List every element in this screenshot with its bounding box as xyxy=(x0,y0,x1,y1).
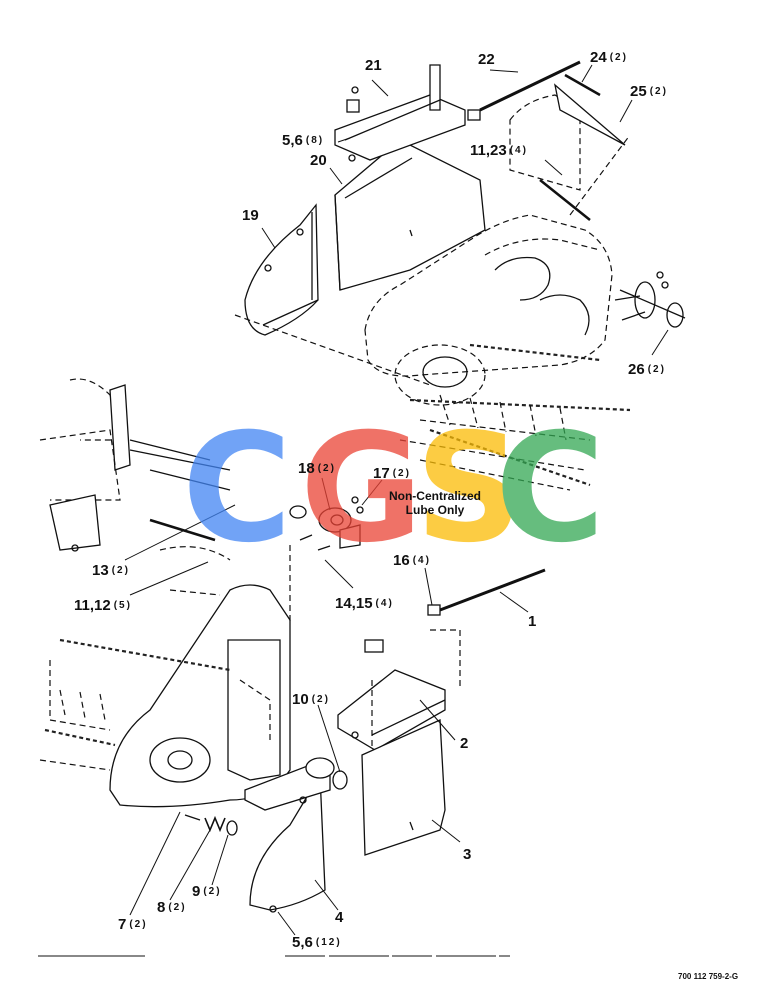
watermark-letter-s: S xyxy=(415,402,523,576)
callout-25: 25(2) xyxy=(630,83,668,100)
part-18-bearing xyxy=(299,496,364,551)
part-1-rod xyxy=(427,568,546,616)
part-26-hub-assembly xyxy=(614,271,686,328)
callout-19: 19 xyxy=(242,207,259,224)
callout-14-15: 14,15(4) xyxy=(335,595,394,612)
callout-13: 13(2) xyxy=(92,562,130,579)
callout-7: 7(2) xyxy=(118,916,148,933)
callout-20: 20 xyxy=(310,152,327,169)
part-3-shield xyxy=(361,719,446,856)
callout-leaders xyxy=(124,64,669,936)
callout-2: 2 xyxy=(460,735,469,752)
callout-16: 16(4) xyxy=(393,552,431,569)
part-4-side-shield xyxy=(244,757,335,913)
part-21-bracket xyxy=(334,64,466,162)
left-frame-assembly xyxy=(39,378,307,552)
callout-5-6-bottom: 5,6(12) xyxy=(292,934,342,951)
callout-4: 4 xyxy=(335,909,344,926)
callout-22: 22 xyxy=(478,51,495,68)
callout-24: 24(2) xyxy=(590,49,628,66)
callout-26: 26(2) xyxy=(628,361,666,378)
parts-7-10-spring-washer xyxy=(184,770,348,836)
watermark: C G S C xyxy=(182,402,605,576)
callout-5-6-top: 5,6(8) xyxy=(282,132,325,149)
callout-18: 18(2) xyxy=(298,460,336,477)
part-19-side-shield xyxy=(244,203,319,336)
watermark-letter-g: G xyxy=(300,402,423,576)
part-22-rod xyxy=(467,60,581,121)
part-25-side-shield xyxy=(509,73,626,221)
part-20-top-shield xyxy=(334,139,486,291)
lower-drive-housing xyxy=(39,545,291,808)
watermark-letter-c2: C xyxy=(495,402,605,576)
callout-10: 10(2) xyxy=(292,691,330,708)
callout-17: 17(2) xyxy=(373,465,411,482)
callout-11-12: 11,12(5) xyxy=(74,597,132,614)
document-number: 700 112 759-2-G xyxy=(678,972,739,981)
callout-11-23: 11,23(4) xyxy=(470,142,528,159)
callout-21: 21 xyxy=(365,57,382,74)
callout-3: 3 xyxy=(463,846,472,863)
callout-1: 1 xyxy=(528,613,537,630)
watermark-letter-c: C xyxy=(182,402,292,576)
part-2-shield xyxy=(337,639,446,751)
upper-drive-housing xyxy=(364,214,631,491)
callout-8: 8(2) xyxy=(157,899,187,916)
callout-9: 9(2) xyxy=(192,883,222,900)
